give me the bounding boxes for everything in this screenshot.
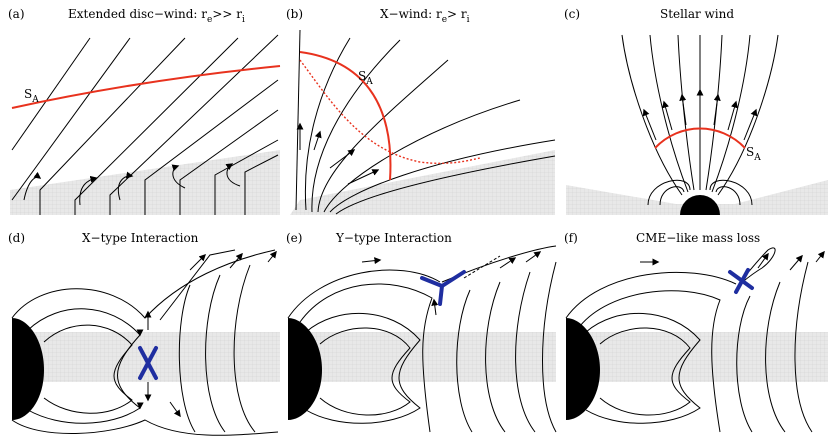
- star-d: [12, 318, 44, 420]
- flow-arrows-e: [361, 251, 542, 316]
- alfven-surface-b-dotted: [299, 59, 481, 165]
- panel-b-title: X−wind: re> ri: [380, 7, 470, 25]
- x-point-d: [138, 346, 158, 380]
- alfven-surface-c: [654, 127, 746, 149]
- star-f: [566, 318, 600, 420]
- panel-f: (f) CME−like mass loss: [564, 231, 828, 433]
- field-lines-d: [11, 249, 279, 436]
- sa-label-b: SA: [358, 69, 373, 87]
- panel-a: (a) Extended disc−wind: re>> ri SA: [8, 7, 281, 215]
- panel-c-letter: (c): [564, 7, 580, 21]
- star-e: [288, 318, 322, 420]
- panel-e-title: Y−type Interaction: [335, 231, 452, 245]
- y-point-e: [420, 270, 466, 306]
- panel-a-title: Extended disc−wind: re>> ri: [68, 7, 245, 25]
- panel-c-title: Stellar wind: [660, 7, 734, 21]
- panel-b: (b) X−wind: re> ri SA: [286, 7, 556, 215]
- panel-f-title: CME−like mass loss: [636, 231, 760, 245]
- closed-loop-right-c: [709, 179, 753, 206]
- flow-arrows-d: [144, 250, 277, 418]
- panel-f-letter: (f): [564, 231, 578, 245]
- panel-e-letter: (e): [286, 231, 302, 245]
- closed-loop-left-c: [647, 179, 691, 206]
- alfven-surface-a: [11, 65, 281, 109]
- panel-b-letter: (b): [286, 7, 303, 21]
- outflow-arrows-c: [642, 88, 758, 141]
- accretion-disc-e: [308, 332, 556, 382]
- panel-d-letter: (d): [8, 231, 25, 245]
- panel-a-letter: (a): [8, 7, 25, 21]
- outflow-arrows-b: [296, 122, 380, 185]
- outflow-arrows-a: [23, 163, 241, 206]
- accretion-disc-c: [566, 180, 828, 215]
- panel-e: (e) Y−type Interaction: [286, 231, 557, 433]
- panel-d-title: X−type Interaction: [82, 231, 199, 245]
- accretion-disc-f: [586, 332, 828, 382]
- field-lines-e: [287, 245, 557, 433]
- field-lines-a: [11, 34, 279, 215]
- sa-label-a: SA: [24, 87, 39, 105]
- star-c: [680, 195, 720, 215]
- x-point-f: [728, 268, 754, 294]
- field-lines-f: [565, 247, 813, 433]
- flow-arrows-f: [640, 250, 825, 271]
- sa-label-c: SA: [746, 145, 761, 163]
- panel-c: (c) Stellar wind SA: [564, 7, 828, 215]
- panel-d: (d) X−type Interaction: [8, 231, 280, 436]
- alfven-surface-b: [299, 51, 392, 181]
